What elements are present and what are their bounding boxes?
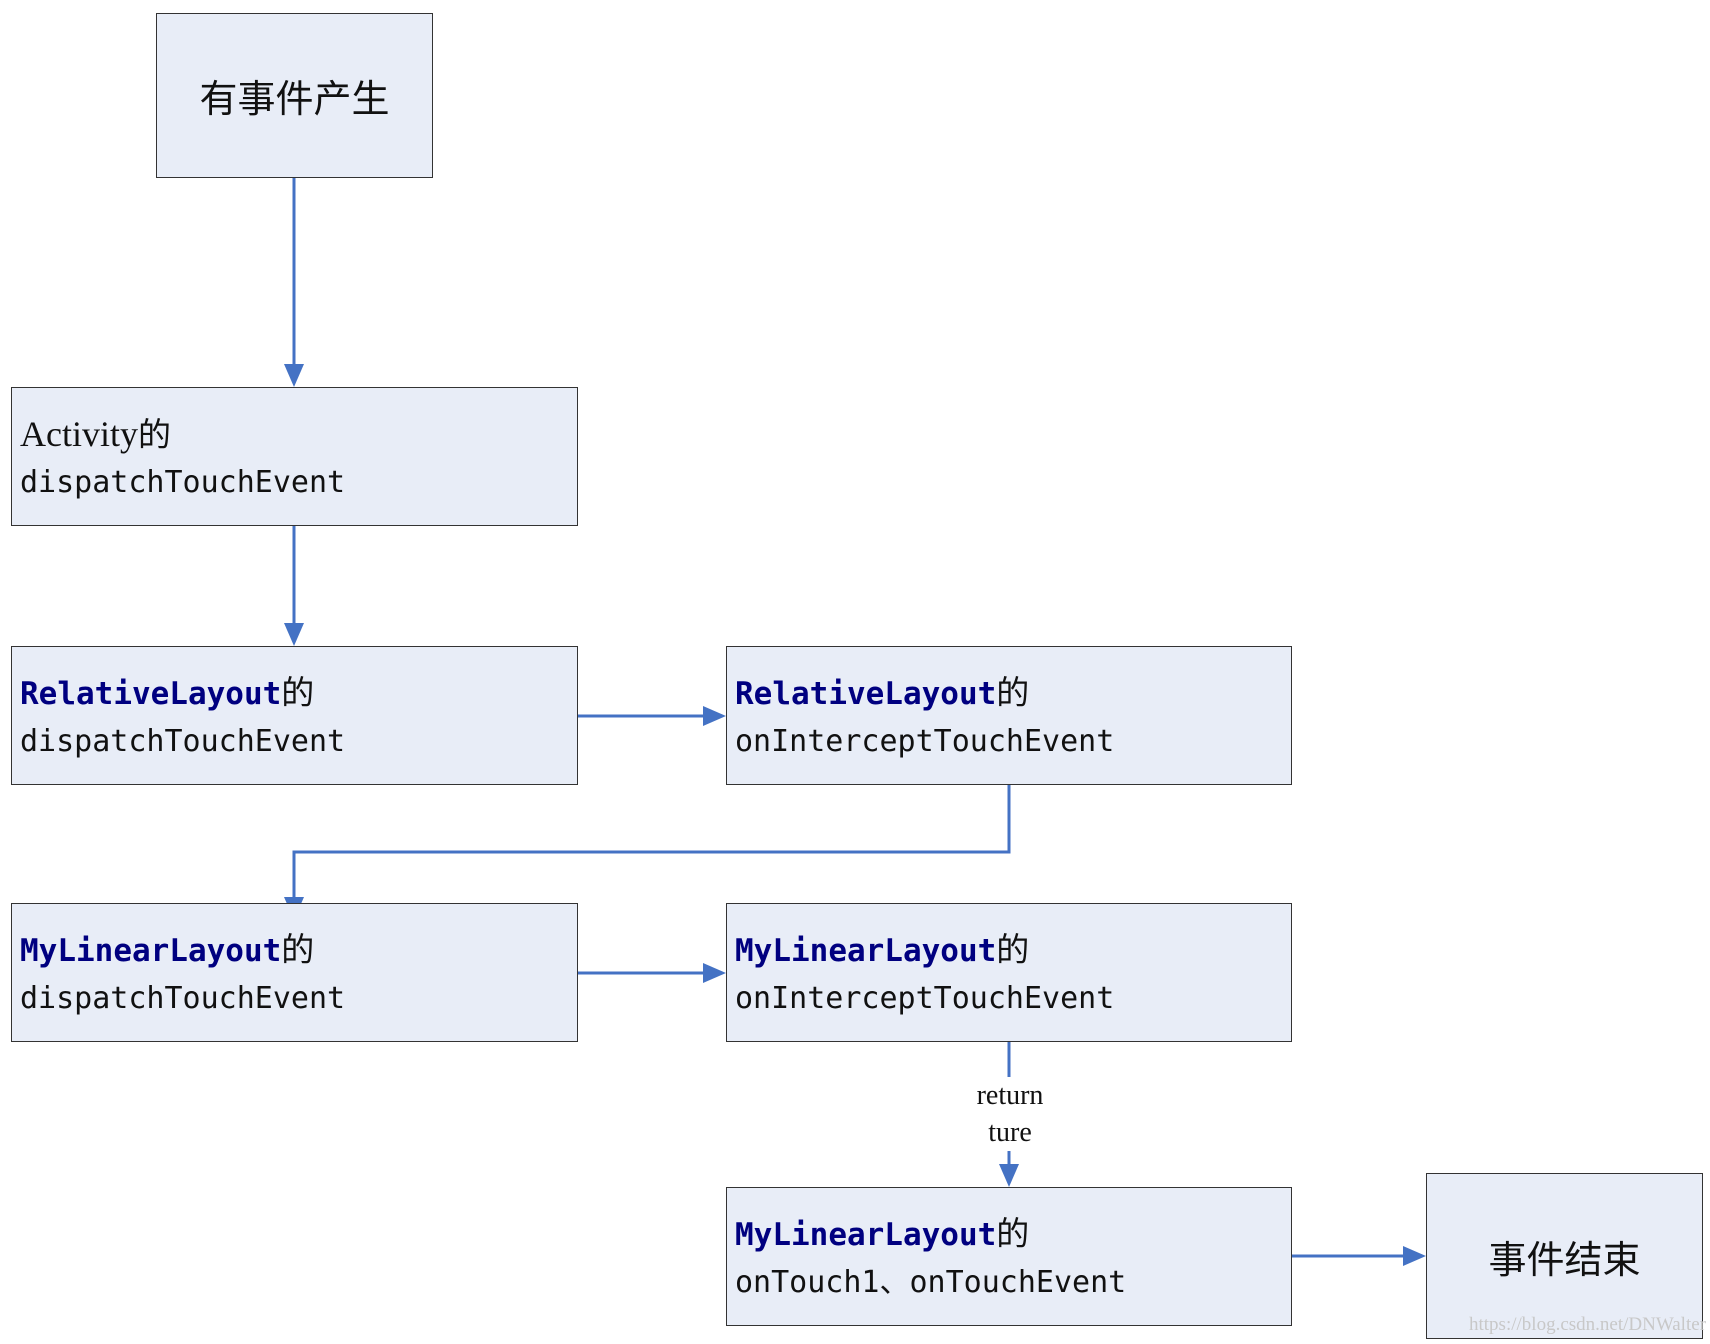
relative-dispatch-node: RelativeLayout的 dispatchTouchEvent <box>11 646 578 785</box>
return-true-label: return ture <box>958 1077 1062 1151</box>
linear-class-name: MyLinearLayout <box>735 1217 997 1253</box>
relative-intercept-node: RelativeLayout的 onInterceptTouchEvent <box>726 646 1292 785</box>
possessive-char: 的 <box>996 930 1030 969</box>
activity-class-name: Activity <box>20 414 138 454</box>
linear-dispatch-title: MyLinearLayout的 <box>20 926 577 975</box>
activity-dispatch-method: dispatchTouchEvent <box>20 465 346 500</box>
activity-dispatch-title: Activity的 <box>20 410 577 459</box>
event-start-label: 有事件产生 <box>199 77 390 121</box>
linear-ontouch-title: MyLinearLayout的 <box>735 1210 1291 1259</box>
relative-intercept-method: onInterceptTouchEvent <box>735 724 1115 759</box>
linear-class-name: MyLinearLayout <box>20 933 282 969</box>
activity-dispatch-node: Activity的 dispatchTouchEvent <box>11 387 578 526</box>
return-label-line1: return <box>976 1080 1044 1111</box>
possessive-char: 的 <box>281 673 315 712</box>
relative-dispatch-method: dispatchTouchEvent <box>20 724 346 759</box>
linear-intercept-node: MyLinearLayout的 onInterceptTouchEvent <box>726 903 1292 1042</box>
possessive-char: 的 <box>137 415 171 454</box>
linear-intercept-title: MyLinearLayout的 <box>735 926 1291 975</box>
return-label-line2: ture <box>988 1117 1032 1148</box>
possessive-char: 的 <box>281 930 315 969</box>
linear-ontouch-method: onTouch1、onTouchEvent <box>735 1265 1127 1300</box>
linear-ontouch-node: MyLinearLayout的 onTouch1、onTouchEvent <box>726 1187 1292 1326</box>
watermark: https://blog.csdn.net/DNWalter <box>1469 1314 1706 1335</box>
relative-class-name: RelativeLayout <box>735 676 997 712</box>
event-start-node: 有事件产生 <box>156 13 433 178</box>
relative-class-name: RelativeLayout <box>20 676 282 712</box>
relative-dispatch-title: RelativeLayout的 <box>20 669 577 718</box>
event-end-label: 事件结束 <box>1488 1237 1641 1282</box>
event-end-node: 事件结束 <box>1426 1173 1703 1339</box>
linear-class-name: MyLinearLayout <box>735 933 997 969</box>
possessive-char: 的 <box>996 1214 1030 1253</box>
linear-intercept-method: onInterceptTouchEvent <box>735 981 1115 1016</box>
linear-dispatch-method: dispatchTouchEvent <box>20 981 346 1016</box>
linear-dispatch-node: MyLinearLayout的 dispatchTouchEvent <box>11 903 578 1042</box>
arrow-relative-intercept-to-linear <box>292 785 1011 897</box>
relative-intercept-title: RelativeLayout的 <box>735 669 1291 718</box>
possessive-char: 的 <box>996 673 1030 712</box>
